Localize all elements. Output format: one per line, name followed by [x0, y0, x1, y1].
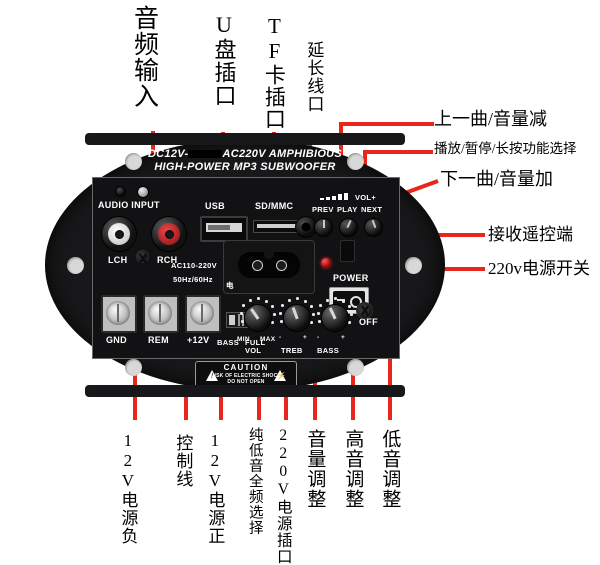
callout-label-play-pause: 播放/暂停/长按功能选择 [434, 141, 577, 156]
label-full-switch: FULL [245, 338, 266, 347]
annotated-diagram: 音频输入 U盘插口 TF卡插口 延长线口 上一曲/音量减 播放/暂停/长按功能选… [0, 0, 600, 547]
panel-screw [136, 250, 149, 264]
mounting-hole [347, 153, 364, 170]
exclamation-glyph: ! [211, 373, 213, 380]
button-prev[interactable] [314, 218, 333, 237]
callout-label-bass-adjust: 低音调整 [379, 429, 401, 509]
label-audio-input: AUDIO INPUT [98, 200, 160, 210]
control-panel: AUDIO INPUT LCH RCH USB SD/MMC IRM.IN RE… [92, 177, 400, 359]
rca-jack-right[interactable] [151, 216, 187, 252]
label-treb-plus: + [303, 334, 308, 341]
bass-potentiometer[interactable] [321, 304, 349, 332]
label-rch: RCH [157, 255, 178, 265]
callout-label-next-track: 下一曲/音量加 [440, 169, 554, 189]
callout-label-dc12v-negative: 12V电源负 [118, 431, 138, 545]
caution-heading: CAUTION [223, 363, 269, 372]
terminal-12v[interactable] [185, 295, 221, 333]
label-bass-switch: BASS [217, 338, 240, 347]
callout-label-power-switch-220v: 220v电源开关 [488, 259, 590, 278]
callout-label-tf-card-slot: TF卡插口 [262, 14, 287, 130]
callout-label-audio-input: 音频输入 [130, 5, 158, 109]
label-lch: LCH [108, 255, 128, 265]
callout-label-treble-adjust: 高音调整 [342, 429, 364, 509]
callout-label-usb-port: U盘插口 [211, 12, 237, 107]
warning-triangle-icon: ! [206, 370, 218, 381]
callout-label-ac220v-socket: 220V电源插口 [274, 427, 292, 565]
ac-power-socket[interactable] [223, 240, 315, 294]
read-led [321, 258, 331, 268]
label-prev: PREV [312, 205, 334, 214]
usb-port[interactable] [200, 216, 248, 242]
label-sdmmc: SD/MMC [255, 201, 294, 211]
label-bass-minus: - [317, 334, 320, 341]
brand-redaction [188, 150, 223, 159]
label-ac-mark: 电 [226, 281, 234, 290]
label-max: MAX [260, 336, 276, 343]
caution-line2: DO NOT OPEN [227, 379, 265, 385]
label-play: PLAY [337, 205, 358, 214]
label-bass-plus: + [341, 334, 346, 341]
label-ac-voltage: AC110-220V [171, 261, 217, 270]
scale-dots-treb [276, 296, 316, 336]
mounting-hole [125, 359, 142, 376]
label-treb-minus: - [279, 334, 282, 341]
callout-label-bass-full-select: 纯低音全频选择 [246, 427, 263, 536]
button-play[interactable] [339, 218, 358, 237]
caution-plate: CAUTION RISK OF ELECTRIC SHOCK DO NOT OP… [195, 361, 297, 389]
scale-dots-bass [314, 296, 354, 336]
leader-play-pause-h [363, 150, 433, 154]
amplifier-board: DC12V-AC220V AMPHIBIOUS HIGH-POWER MP3 S… [45, 133, 445, 397]
indicator-hole [137, 186, 149, 198]
label-power: POWER [333, 273, 369, 283]
board-brand-text: DC12V-AC220V AMPHIBIOUS HIGH-POWER MP3 S… [92, 147, 398, 176]
volume-indicator-icon [320, 193, 348, 200]
scale-dots-vol [237, 296, 277, 336]
label-bass-pot: BASS [317, 346, 340, 355]
antenna-hole [115, 186, 126, 197]
callout-label-control-wire: 控制线 [173, 434, 193, 488]
terminal-gnd[interactable] [101, 295, 137, 333]
label-12v: +12V [187, 335, 210, 345]
caution-line1: RISK OF ELECTRIC SHOCK [210, 373, 282, 379]
panel-screw [356, 302, 373, 319]
mounting-hole [125, 153, 142, 170]
label-gnd: GND [106, 335, 127, 345]
label-min: MIN [237, 336, 250, 343]
leader-ir-receiver [400, 233, 485, 237]
callout-label-dc12v-positive: 12V电源正 [205, 431, 225, 545]
label-ac-frequency: 50Hz/60Hz [173, 275, 213, 284]
label-rem: REM [148, 335, 169, 345]
label-off: OFF [359, 317, 378, 327]
label-next: NEXT [361, 205, 383, 214]
callout-label-prev-track: 上一曲/音量减 [434, 109, 548, 129]
mounting-hole [67, 257, 84, 274]
mounting-hole [405, 257, 422, 274]
brand-line1: DC12V-AC220V AMPHIBIOUS [147, 148, 343, 160]
treble-potentiometer[interactable] [283, 304, 311, 332]
rca-jack-left[interactable] [101, 216, 137, 252]
callout-label-volume-adjust: 音量调整 [304, 429, 326, 509]
callout-label-extension-cable-port: 延长线口 [304, 41, 324, 113]
label-vol: VOL [245, 346, 262, 355]
leader-prev-track-h [339, 122, 434, 126]
button-next[interactable] [364, 218, 383, 237]
lightning-glyph: ⚡ [276, 373, 286, 380]
callout-label-ir-receiver: 接收遥控端 [488, 225, 573, 244]
ir-receiver-window [340, 240, 355, 262]
leader-prev-track-v [339, 122, 343, 178]
label-usb: USB [205, 201, 225, 211]
volume-potentiometer[interactable] [244, 304, 272, 332]
brand-line2: HIGH-POWER MP3 SUBWOOFER [154, 161, 336, 173]
mounting-hole [347, 359, 364, 376]
shock-triangle-icon: ⚡ [274, 370, 286, 381]
label-vol-plus: VOL+ [355, 193, 376, 202]
label-treb: TREB [281, 346, 303, 355]
terminal-rem[interactable] [143, 295, 179, 333]
